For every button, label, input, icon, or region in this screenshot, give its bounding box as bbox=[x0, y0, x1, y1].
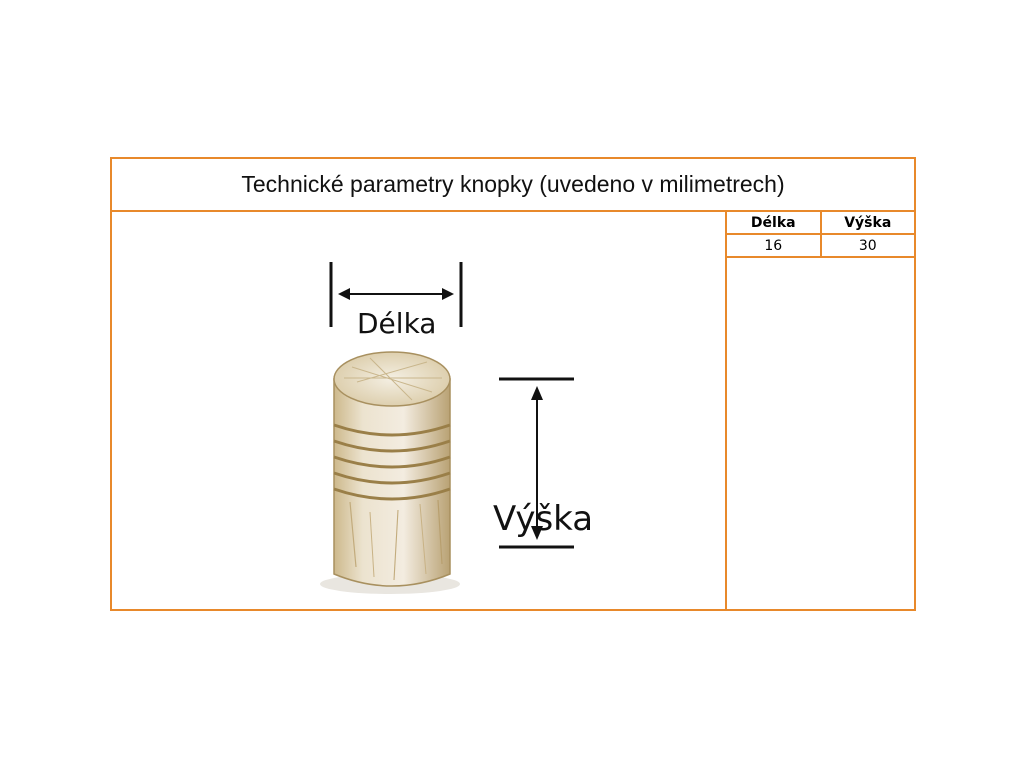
knob-drawing bbox=[320, 262, 574, 594]
column-header-height: Výška bbox=[819, 212, 914, 235]
wooden-knob-image bbox=[320, 351, 460, 594]
width-dimension bbox=[329, 262, 463, 327]
height-dimension bbox=[499, 377, 574, 549]
cell-height-value: 30 bbox=[819, 233, 914, 258]
column-header-length: Délka bbox=[727, 212, 822, 235]
height-label: Výška bbox=[493, 499, 594, 539]
parameters-table-pane: Délka Výška 16 30 bbox=[727, 212, 914, 609]
parameters-table: Délka Výška 16 30 bbox=[727, 212, 914, 258]
technical-parameters-sheet: Technické parametry knopky (uvedeno v mi… bbox=[110, 157, 916, 611]
sheet-title: Technické parametry knopky (uvedeno v mi… bbox=[112, 159, 914, 212]
dimension-figure: Délka Výška bbox=[112, 212, 727, 609]
width-label: Délka bbox=[357, 307, 437, 340]
cell-length-value: 16 bbox=[727, 233, 822, 258]
table-row: 16 30 bbox=[727, 233, 914, 258]
table-header-row: Délka Výška bbox=[727, 212, 914, 235]
